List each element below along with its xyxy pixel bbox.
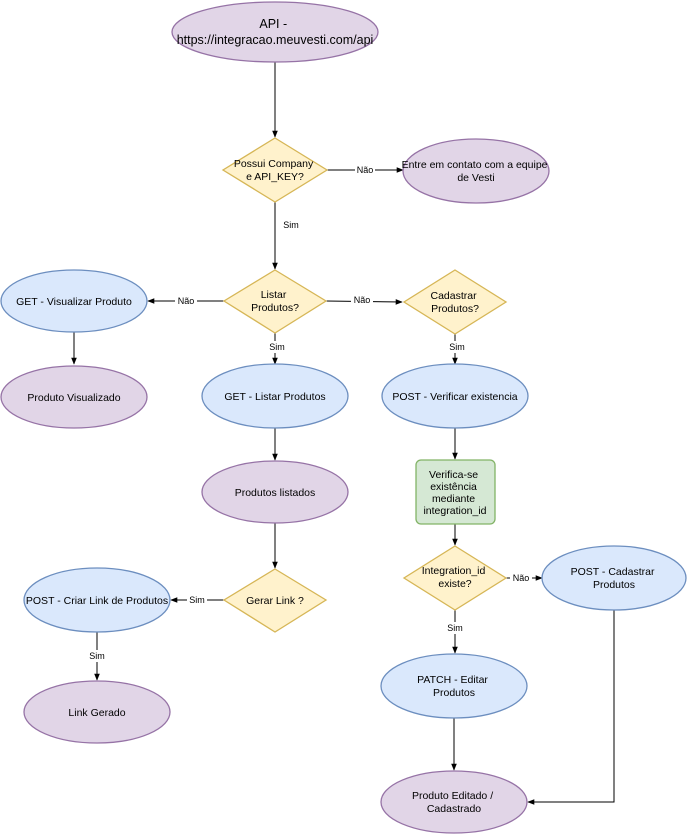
svg-text:Não: Não (357, 165, 374, 175)
edge-label-integration-nao: Não (510, 572, 532, 584)
svg-text:Possui Company e API_K: Possui Company e API_KEY? (234, 158, 316, 183)
svg-text:Sim: Sim (283, 220, 299, 230)
svg-text:POST - Verificar existencia: POST - Verificar existencia (392, 391, 517, 403)
edge-label-possui-sim: Sim (281, 219, 301, 231)
svg-text:Listar Produtos?: Listar Produtos? (251, 289, 299, 314)
svg-text:Produtos listados: Produtos listados (235, 487, 316, 499)
node-api: API - https://integracao.meuvesti.com/ap… (171, 1, 379, 63)
node-get-visualizar: GET - Visualizar Produto (0, 269, 148, 333)
edge-label-cadastrar-sim: Sim (447, 341, 467, 353)
node-produto-visualizado: Produto Visualizado (0, 365, 148, 429)
edge-label-possui-nao: Não (355, 164, 375, 176)
svg-text:Sim: Sim (89, 651, 105, 661)
svg-text:API - https://integrac: API - https://integracao.meuvesti.com/ap… (177, 17, 374, 47)
node-post-criar-link: POST - Criar Link de Produtos (23, 567, 171, 633)
edge-label-listar-nao-left: Não (175, 295, 197, 307)
svg-text:Não: Não (354, 295, 371, 305)
edge-label-listar-nao-right: Não (351, 294, 373, 306)
svg-text:Sim: Sim (447, 623, 463, 633)
node-get-listar: GET - Listar Produtos (201, 363, 349, 429)
edge-label-criar-sim: Sim (87, 650, 107, 662)
node-link-gerado: Link Gerado (23, 680, 171, 744)
svg-text:Produto Visualizado: Produto Visualizado (27, 392, 120, 404)
node-patch-editar: PATCH - Editar Produtos (380, 653, 528, 719)
node-possui-company: Possui Company e API_KEY? (221, 137, 329, 203)
svg-text:POST - Criar Link de Produtos: POST - Criar Link de Produtos (26, 595, 168, 607)
svg-text:Não: Não (513, 573, 530, 583)
svg-text:PATCH - Editar Produto: PATCH - Editar Produtos (417, 674, 491, 699)
edge-label-listar-sim: Sim (267, 341, 287, 353)
node-cadastrar-produtos-q: Cadastrar Produtos? (402, 269, 508, 335)
svg-text:Link Gerado: Link Gerado (68, 707, 125, 719)
node-listar-produtos: Listar Produtos? (222, 269, 328, 334)
svg-text:Verifica-se existência: Verifica-se existência mediante integrat… (423, 469, 486, 517)
node-integration-existe: Integration_id existe? (402, 545, 508, 611)
svg-text:Sim: Sim (269, 342, 285, 352)
node-produtos-listados: Produtos listados (201, 460, 349, 524)
svg-text:Sim: Sim (449, 342, 465, 352)
node-produto-editado: Produto Editado / Cadastrado (380, 770, 528, 834)
svg-text:Integration_id existe?: Integration_id existe? (422, 565, 489, 590)
svg-text:Entre em contato com a equipe: Entre em contato com a equipe de Vesti (402, 159, 551, 184)
edge-label-gerar-sim: Sim (187, 594, 207, 606)
svg-text:Gerar Link ?: Gerar Link ? (246, 595, 304, 607)
svg-text:Produto Editado / Cada: Produto Editado / Cadastrado (412, 790, 496, 815)
node-gerar-link: Gerar Link ? (222, 568, 328, 633)
svg-text:GET - Visualizar Produto: GET - Visualizar Produto (16, 296, 132, 308)
node-contato-vesti: Entre em contato com a equipe de Vesti (402, 138, 551, 204)
node-post-cadastrar: POST - Cadastrar Produtos (541, 545, 687, 611)
svg-text:Cadastrar Produtos?: Cadastrar Produtos? (430, 290, 479, 315)
svg-text:Sim: Sim (189, 595, 205, 605)
node-post-verificar: POST - Verificar existencia (381, 363, 529, 429)
svg-text:GET - Listar Produtos: GET - Listar Produtos (224, 391, 325, 403)
svg-text:Não: Não (178, 296, 195, 306)
edge-label-integration-sim: Sim (445, 622, 465, 634)
edge-post-cadastrar-to-produto-editado (527, 610, 615, 805)
node-verifica-existencia: Verifica-se existência mediante integrat… (415, 459, 496, 525)
svg-text:POST - Cadastrar Produ: POST - Cadastrar Produtos (571, 566, 658, 591)
